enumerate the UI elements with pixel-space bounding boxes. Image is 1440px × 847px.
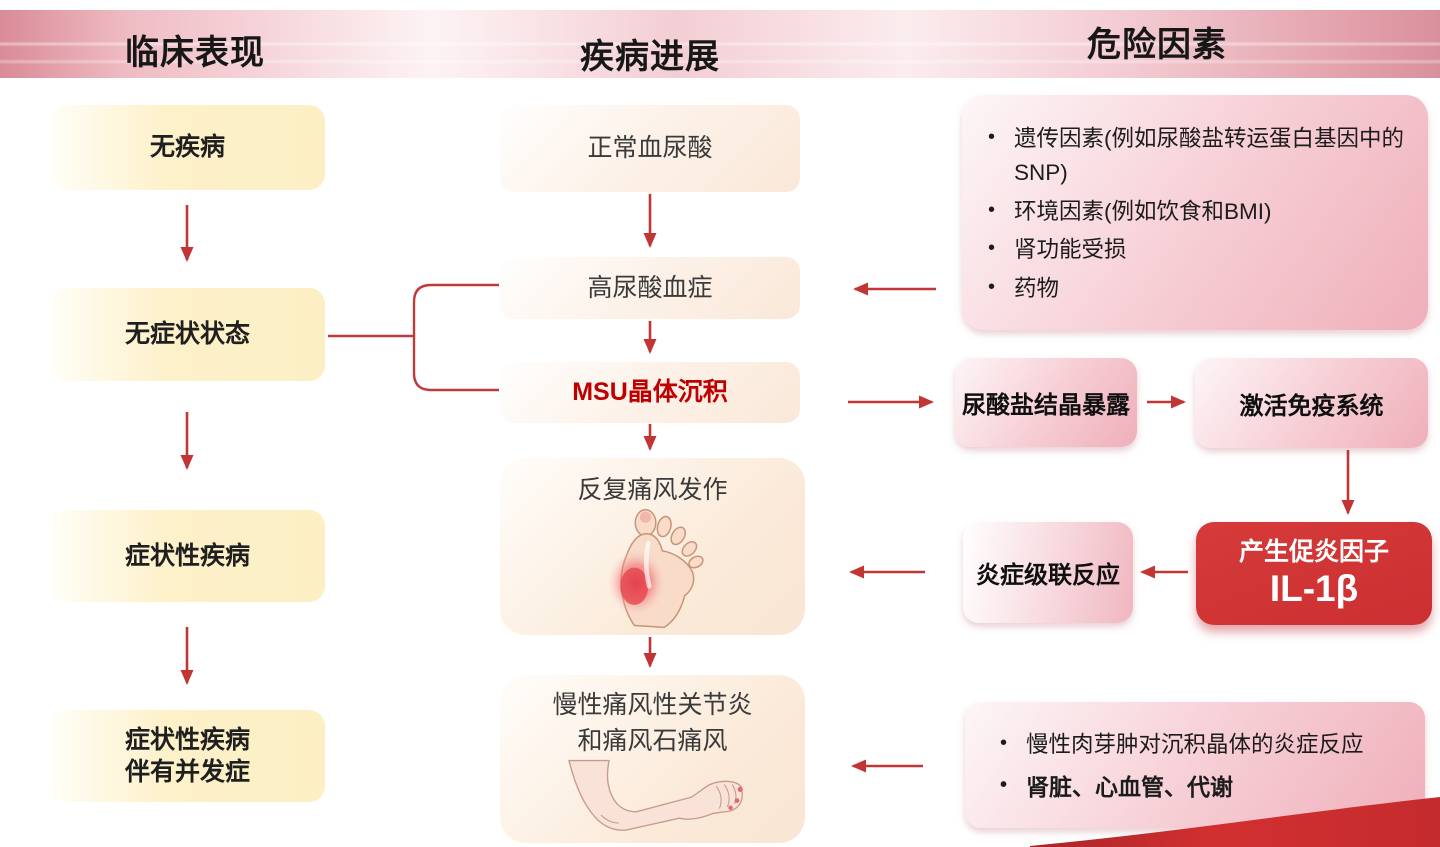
progression-box-chronic-gout: 慢性痛风性关节炎 和痛风石痛风 [500, 675, 805, 843]
risk-item-drugs: 药物 [1014, 276, 1060, 301]
clinical-box-complications-line2: 伴有并发症 [124, 758, 250, 786]
bullet-icon: • [988, 198, 996, 221]
progression-box-gout-flares-label: 反复痛风发作 [577, 476, 728, 504]
progression-box-gout-flares: 反复痛风发作 [500, 458, 805, 635]
granuloma-item: 慢性肉芽肿对沉积晶体的炎症反应 [1026, 732, 1364, 757]
il1b-box-line2: IL-1β [1269, 567, 1359, 609]
header-bar [0, 10, 1440, 78]
il1b-cytokine-box: 产生促炎因子 IL-1β [1196, 522, 1432, 625]
risk-item-genetic: 遗传因素(例如尿酸盐转运蛋白基因中的SNP) [1014, 126, 1404, 185]
list-item: • 环境因素(例如饮食和BMI) [988, 195, 1408, 229]
bullet-icon: • [988, 237, 996, 260]
progression-box-chronic-gout-line1: 慢性痛风性关节炎 [552, 691, 753, 719]
gout-foot-illustration [606, 508, 704, 629]
column-title-progression: 疾病进展 [580, 38, 720, 76]
chronic-inflammation-list: • 慢性肉芽肿对沉积晶体的炎症反应 • 肾脏、心血管、代谢 [1000, 728, 1410, 804]
list-item: • 慢性肉芽肿对沉积晶体的炎症反应 [1000, 728, 1410, 762]
immune-activation-box: 激活免疫系统 [1195, 358, 1428, 448]
list-item: • 遗传因素(例如尿酸盐转运蛋白基因中的SNP) [988, 122, 1408, 190]
column-title-clinical: 临床表现 [125, 34, 265, 72]
clinical-box-symptomatic: 症状性疾病 [50, 510, 325, 602]
comorbidity-item: 肾脏、心血管、代谢 [1026, 773, 1233, 800]
risk-factors-list: • 遗传因素(例如尿酸盐转运蛋白基因中的SNP) • 环境因素(例如饮食和BMI… [988, 122, 1408, 306]
column-title-risk: 危险因素 [1087, 26, 1227, 64]
crystal-exposure-box: 尿酸盐结晶暴露 [955, 358, 1137, 447]
bullet-icon: • [988, 126, 996, 148]
progression-box-chronic-gout-line2: 和痛风石痛风 [577, 727, 728, 755]
progression-box-normal-uric-acid: 正常血尿酸 [500, 105, 800, 192]
bullet-icon: • [988, 276, 996, 298]
clinical-box-complications: 症状性疾病 伴有并发症 [50, 710, 325, 802]
risk-factors-box [962, 95, 1428, 330]
progression-box-msu-deposition: MSU晶体沉积 [500, 362, 800, 423]
risk-item-environment: 环境因素(例如饮食和BMI) [1014, 198, 1272, 224]
il1b-box-line1: 产生促炎因子 [1238, 537, 1389, 566]
list-item: • 肾脏、心血管、代谢 [1000, 770, 1410, 805]
connector-bracket [412, 283, 499, 392]
bullet-icon: • [1000, 773, 1008, 796]
clinical-box-no-disease: 无疾病 [50, 105, 325, 190]
list-item: • 药物 [988, 272, 1408, 306]
clinical-box-complications-line1: 症状性疾病 [124, 725, 250, 754]
inflammatory-cascade-box: 炎症级联反应 [963, 522, 1133, 623]
bullet-icon: • [1000, 732, 1008, 754]
progression-box-hyperuricemia: 高尿酸血症 [500, 257, 800, 319]
clinical-box-asymptomatic: 无症状状态 [50, 288, 325, 381]
risk-item-renal: 肾功能受损 [1014, 237, 1127, 263]
list-item: • 肾功能受损 [988, 233, 1408, 267]
chronic-gout-arm-illustration [567, 759, 743, 831]
